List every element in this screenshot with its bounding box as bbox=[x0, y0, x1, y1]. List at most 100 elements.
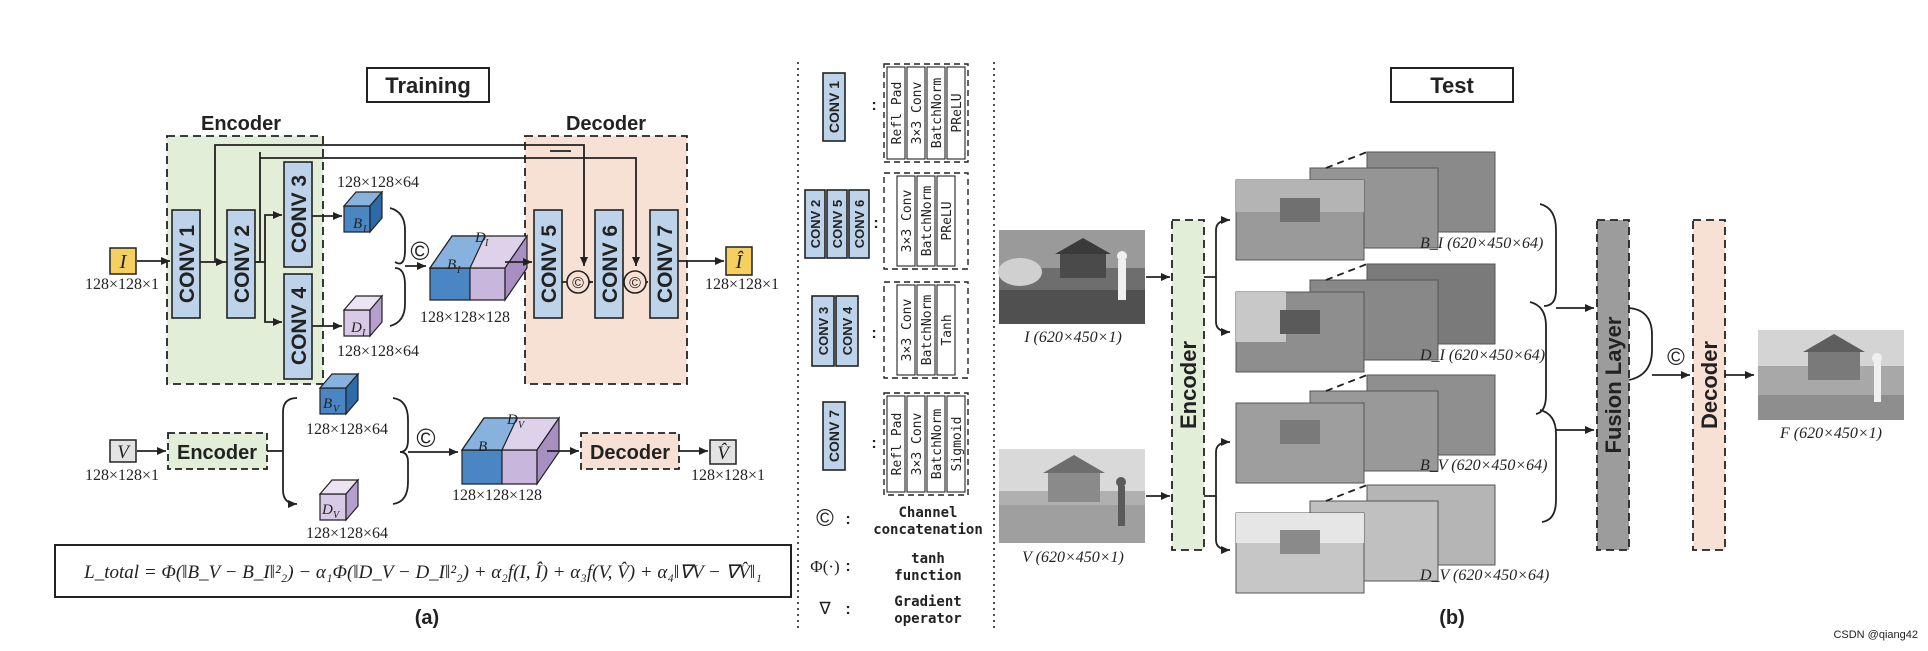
di-dim: 128×128×64 bbox=[337, 343, 419, 360]
svg-text:CONV 5: CONV 5 bbox=[830, 200, 845, 248]
skip-connection-conv1-conv6 bbox=[214, 144, 588, 266]
conv1-block bbox=[171, 209, 201, 319]
svg-text:3×3 Conv: 3×3 Conv bbox=[910, 413, 925, 476]
conv3-block bbox=[283, 161, 313, 268]
bi-caption: B_I (620×450×64) bbox=[1420, 235, 1543, 252]
concat-circle-conv6 bbox=[566, 270, 590, 294]
svg-text:CONV 3: CONV 3 bbox=[816, 307, 831, 355]
input-i-box bbox=[109, 247, 137, 275]
concat-circle-conv7-symbol: © bbox=[629, 275, 641, 292]
legend-group-conv1: CONV 1 : Refl Pad 3×3 Conv BatchNorm PRe… bbox=[822, 63, 969, 163]
output-v-box bbox=[709, 439, 737, 465]
fusion-layer-label: Fusion Layer bbox=[1601, 316, 1626, 453]
svg-text:CONV 7: CONV 7 bbox=[826, 410, 842, 462]
svg-text:PReLU: PReLU bbox=[940, 201, 955, 240]
legend-note-tanh: Φ(·) : tanh function bbox=[810, 551, 961, 584]
bracket-i-features bbox=[1539, 203, 1557, 307]
output-v-label: V̂ bbox=[717, 443, 731, 464]
svg-text:Refl Pad: Refl Pad bbox=[890, 413, 905, 476]
output-i-dim: 128×128×1 bbox=[705, 276, 779, 293]
legend-group-conv34: CONV 3 CONV 4 : 3×3 Conv BatchNorm Tanh bbox=[811, 281, 969, 379]
skip-stub-2 bbox=[550, 150, 571, 152]
input-i-caption: I (620×450×1) bbox=[1023, 329, 1122, 346]
svg-text:I: I bbox=[456, 265, 461, 276]
conv4-label: CONV 4 bbox=[288, 287, 311, 366]
legend-note-concat: © : Channel concatenation bbox=[816, 505, 983, 538]
svg-text:B: B bbox=[478, 439, 487, 455]
training-title: Training bbox=[385, 73, 471, 98]
svg-text:function: function bbox=[894, 568, 961, 584]
fusion-layer-block bbox=[1596, 219, 1630, 551]
branch-bv bbox=[1204, 438, 1231, 497]
input-v-box bbox=[109, 439, 137, 463]
svg-text:©: © bbox=[816, 505, 834, 532]
test-panel: Test I (620×450×1) V (620×450×1) bbox=[998, 67, 1904, 629]
concat-feature-cube: B I D I bbox=[428, 230, 529, 302]
svg-text:tanh: tanh bbox=[911, 551, 945, 567]
decoder-box-v-label: Decoder bbox=[590, 442, 670, 464]
svg-text:B: B bbox=[447, 257, 456, 273]
svg-text:CONV 1: CONV 1 bbox=[826, 81, 842, 133]
concat-bracket-top bbox=[389, 207, 406, 265]
conv4-block bbox=[283, 273, 313, 380]
svg-text:B: B bbox=[353, 216, 362, 232]
conv6-block bbox=[594, 209, 624, 319]
svg-text::: : bbox=[871, 435, 876, 452]
svg-text::: : bbox=[845, 558, 850, 575]
training-title-box bbox=[366, 67, 490, 103]
svg-text:BatchNorm: BatchNorm bbox=[930, 409, 945, 480]
input-v-label: V bbox=[117, 442, 131, 463]
visible-input-image bbox=[999, 449, 1145, 543]
loss-box bbox=[54, 544, 792, 598]
svg-text:PReLU: PReLU bbox=[950, 93, 965, 132]
conv2-block bbox=[226, 209, 256, 319]
encoder-test-block bbox=[1171, 219, 1205, 551]
bv-dim: 128×128×64 bbox=[306, 421, 388, 438]
conv3-label: CONV 3 bbox=[288, 175, 311, 253]
svg-text:operator: operator bbox=[894, 611, 961, 627]
svg-text:V: V bbox=[333, 404, 341, 415]
svg-text:Gradient: Gradient bbox=[894, 594, 961, 610]
svg-text:3×3 Conv: 3×3 Conv bbox=[900, 299, 915, 362]
training-panel: Training Encoder Decoder I 128×128×1 CON… bbox=[54, 67, 792, 629]
svg-text::: : bbox=[871, 97, 876, 114]
branch-dv bbox=[1215, 496, 1231, 554]
svg-text:D: D bbox=[350, 320, 362, 336]
svg-text:∇: ∇ bbox=[818, 599, 831, 618]
svg-text:Refl Pad: Refl Pad bbox=[890, 82, 905, 145]
svg-text:BatchNorm: BatchNorm bbox=[920, 186, 935, 257]
bi-feature-cube: B I bbox=[342, 190, 384, 235]
svg-text:I: I bbox=[361, 328, 366, 339]
svg-text::: : bbox=[845, 601, 850, 618]
arrow-conv2-conv4 bbox=[264, 262, 282, 326]
input-v-caption: V (620×450×1) bbox=[1022, 549, 1124, 566]
concat-symbol-test: © bbox=[1667, 344, 1685, 371]
branch-di bbox=[1215, 277, 1231, 336]
bi-feature-stack bbox=[1235, 151, 1496, 261]
input-i-dim: 128×128×1 bbox=[85, 276, 159, 293]
svg-text:V: V bbox=[518, 420, 526, 431]
bv-feature-cube: B V bbox=[318, 372, 360, 416]
svg-text:I: I bbox=[362, 224, 367, 235]
encoder-region-label: Encoder bbox=[201, 113, 281, 135]
output-i-label: Î bbox=[735, 250, 744, 273]
bv-caption: B_V (620×450×64) bbox=[1420, 457, 1548, 474]
conv5-block bbox=[533, 209, 563, 319]
svg-text:V: V bbox=[333, 510, 341, 521]
watermark: CSDN @qiang42 bbox=[1833, 629, 1918, 641]
concat-bracket-v-top bbox=[392, 397, 409, 453]
branch-bi bbox=[1204, 216, 1231, 278]
svg-text::: : bbox=[871, 325, 876, 342]
svg-text:Tanh: Tanh bbox=[940, 314, 955, 345]
conv5-label: CONV 5 bbox=[538, 225, 561, 304]
svg-text:Φ(·): Φ(·) bbox=[810, 557, 839, 576]
conv7-block bbox=[649, 209, 679, 319]
concat-dim: 128×128×128 bbox=[420, 309, 510, 326]
split-top bbox=[282, 397, 298, 451]
svg-text:I: I bbox=[484, 238, 489, 249]
encoder-test-label: Encoder bbox=[1176, 341, 1201, 429]
caption-b: (b) bbox=[1439, 607, 1465, 629]
caption-a: (a) bbox=[415, 607, 439, 629]
input-v-dim: 128×128×1 bbox=[85, 467, 159, 484]
